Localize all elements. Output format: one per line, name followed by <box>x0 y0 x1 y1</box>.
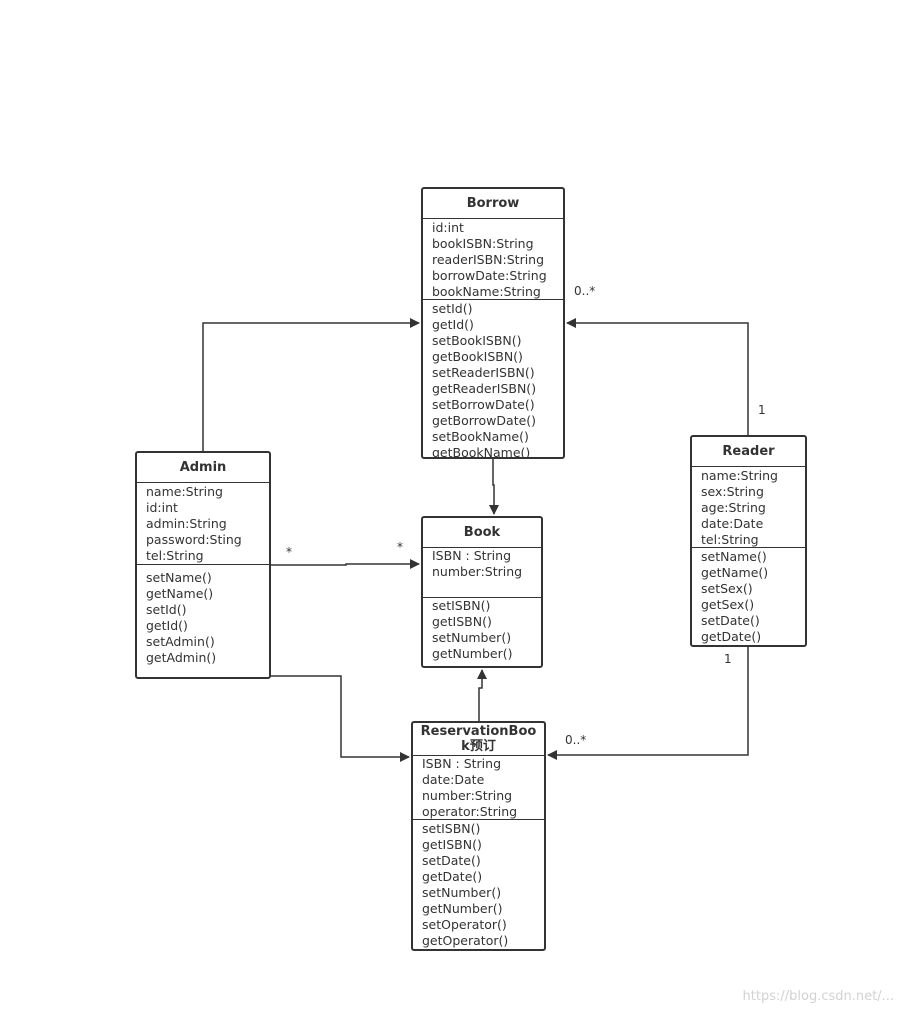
attribute: bookISBN:String <box>432 236 534 251</box>
method: getAdmin() <box>146 650 217 665</box>
method: setId() <box>432 301 473 316</box>
connector-admin-reservation <box>270 675 410 762</box>
method: setBookName() <box>432 429 529 444</box>
class-borrow-title: Borrow <box>423 189 563 219</box>
class-borrow-attributes: id:int bookISBN:String readerISBN:String… <box>423 219 563 300</box>
multiplicity-reader-borrow-end: 1 <box>758 403 766 417</box>
method: setDate() <box>422 853 481 868</box>
method: setBookISBN() <box>432 333 522 348</box>
method: getNumber() <box>422 901 503 916</box>
method: getName() <box>146 586 214 601</box>
class-book-methods: setISBN() getISBN() setNumber() getNumbe… <box>423 598 541 662</box>
connector-reader-borrow <box>566 318 749 436</box>
attribute: ISBN : String <box>422 756 502 771</box>
class-reservation-book[interactable]: ReservationBook预订 ISBN : String date:Dat… <box>411 721 546 951</box>
class-reader-methods: setName() getName() setSex() getSex() se… <box>692 548 805 645</box>
class-reservation-book-attributes: ISBN : String date:Date number:String op… <box>413 756 544 820</box>
class-reservation-book-methods: setISBN() getISBN() setDate() getDate() … <box>413 820 544 949</box>
class-reservation-book-title: ReservationBook预订 <box>413 723 544 756</box>
method: setId() <box>146 602 187 617</box>
connector-reservation-book <box>477 669 487 722</box>
attribute: readerISBN:String <box>432 252 545 267</box>
method: setNumber() <box>432 630 512 645</box>
method: getSex() <box>701 597 755 612</box>
attribute: tel:String <box>146 548 204 563</box>
multiplicity-reader-reservation-start: 1 <box>724 652 732 666</box>
method: getName() <box>701 565 769 580</box>
attribute: number:String <box>422 788 513 803</box>
attribute: date:Date <box>701 516 764 531</box>
multiplicity-admin-book-end: * <box>397 540 403 554</box>
method: getBookName() <box>432 445 531 459</box>
method: getId() <box>432 317 474 332</box>
multiplicity-admin-book-start: * <box>286 545 292 559</box>
method: setBorrowDate() <box>432 397 535 412</box>
attribute: id:int <box>146 500 178 515</box>
method: setNumber() <box>422 885 502 900</box>
method: getOperator() <box>422 933 509 948</box>
attribute: borrowDate:String <box>432 268 547 283</box>
method: getId() <box>146 618 188 633</box>
class-reader-title: Reader <box>692 437 805 467</box>
connector-admin-book <box>270 559 420 569</box>
attribute: name:String <box>146 484 223 499</box>
method: getBorrowDate() <box>432 413 537 428</box>
class-book[interactable]: Book ISBN : String number:String setISBN… <box>421 516 543 668</box>
class-admin[interactable]: Admin name:String id:int admin:String pa… <box>135 451 271 679</box>
method: setAdmin() <box>146 634 215 649</box>
attribute: admin:String <box>146 516 227 531</box>
connector-borrow-book <box>489 458 499 515</box>
method: setName() <box>146 570 212 585</box>
method: setSex() <box>701 581 753 596</box>
attribute: bookName:String <box>432 284 541 299</box>
method: setOperator() <box>422 917 507 932</box>
class-admin-attributes: name:String id:int admin:String password… <box>137 483 269 565</box>
method: setISBN() <box>422 821 481 836</box>
method: getDate() <box>422 869 483 884</box>
multiplicity-reader-reservation-end: 0..* <box>565 733 587 747</box>
class-admin-methods: setName() getName() setId() getId() setA… <box>137 565 269 666</box>
method: getDate() <box>701 629 762 644</box>
attribute: number:String <box>432 564 523 579</box>
method: getISBN() <box>432 614 492 629</box>
connector-reader-reservation <box>547 646 749 760</box>
attribute: operator:String <box>422 804 518 819</box>
attribute: tel:String <box>701 532 759 547</box>
class-book-attributes: ISBN : String number:String <box>423 548 541 598</box>
method: getReaderISBN() <box>432 381 537 396</box>
class-admin-title: Admin <box>137 453 269 483</box>
attribute: ISBN : String <box>432 548 512 563</box>
method: setName() <box>701 549 767 564</box>
watermark: https://blog.csdn.net/... <box>742 989 894 1004</box>
method: setISBN() <box>432 598 491 613</box>
method: getISBN() <box>422 837 482 852</box>
method: getNumber() <box>432 646 513 661</box>
method: setDate() <box>701 613 760 628</box>
attribute: name:String <box>701 468 778 483</box>
class-reader[interactable]: Reader name:String sex:String age:String… <box>690 435 807 647</box>
class-book-title: Book <box>423 518 541 548</box>
attribute: password:Sting <box>146 532 242 547</box>
class-borrow-methods: setId() getId() setBookISBN() getBookISB… <box>423 300 563 459</box>
connector-admin-borrow <box>202 318 420 452</box>
method: getBookISBN() <box>432 349 523 364</box>
attribute: sex:String <box>701 484 764 499</box>
class-borrow[interactable]: Borrow id:int bookISBN:String readerISBN… <box>421 187 565 459</box>
method: setReaderISBN() <box>432 365 535 380</box>
multiplicity-borrow-reader-end: 0..* <box>574 284 596 298</box>
class-reader-attributes: name:String sex:String age:String date:D… <box>692 467 805 548</box>
attribute: age:String <box>701 500 766 515</box>
attribute: id:int <box>432 220 464 235</box>
attribute: date:Date <box>422 772 485 787</box>
